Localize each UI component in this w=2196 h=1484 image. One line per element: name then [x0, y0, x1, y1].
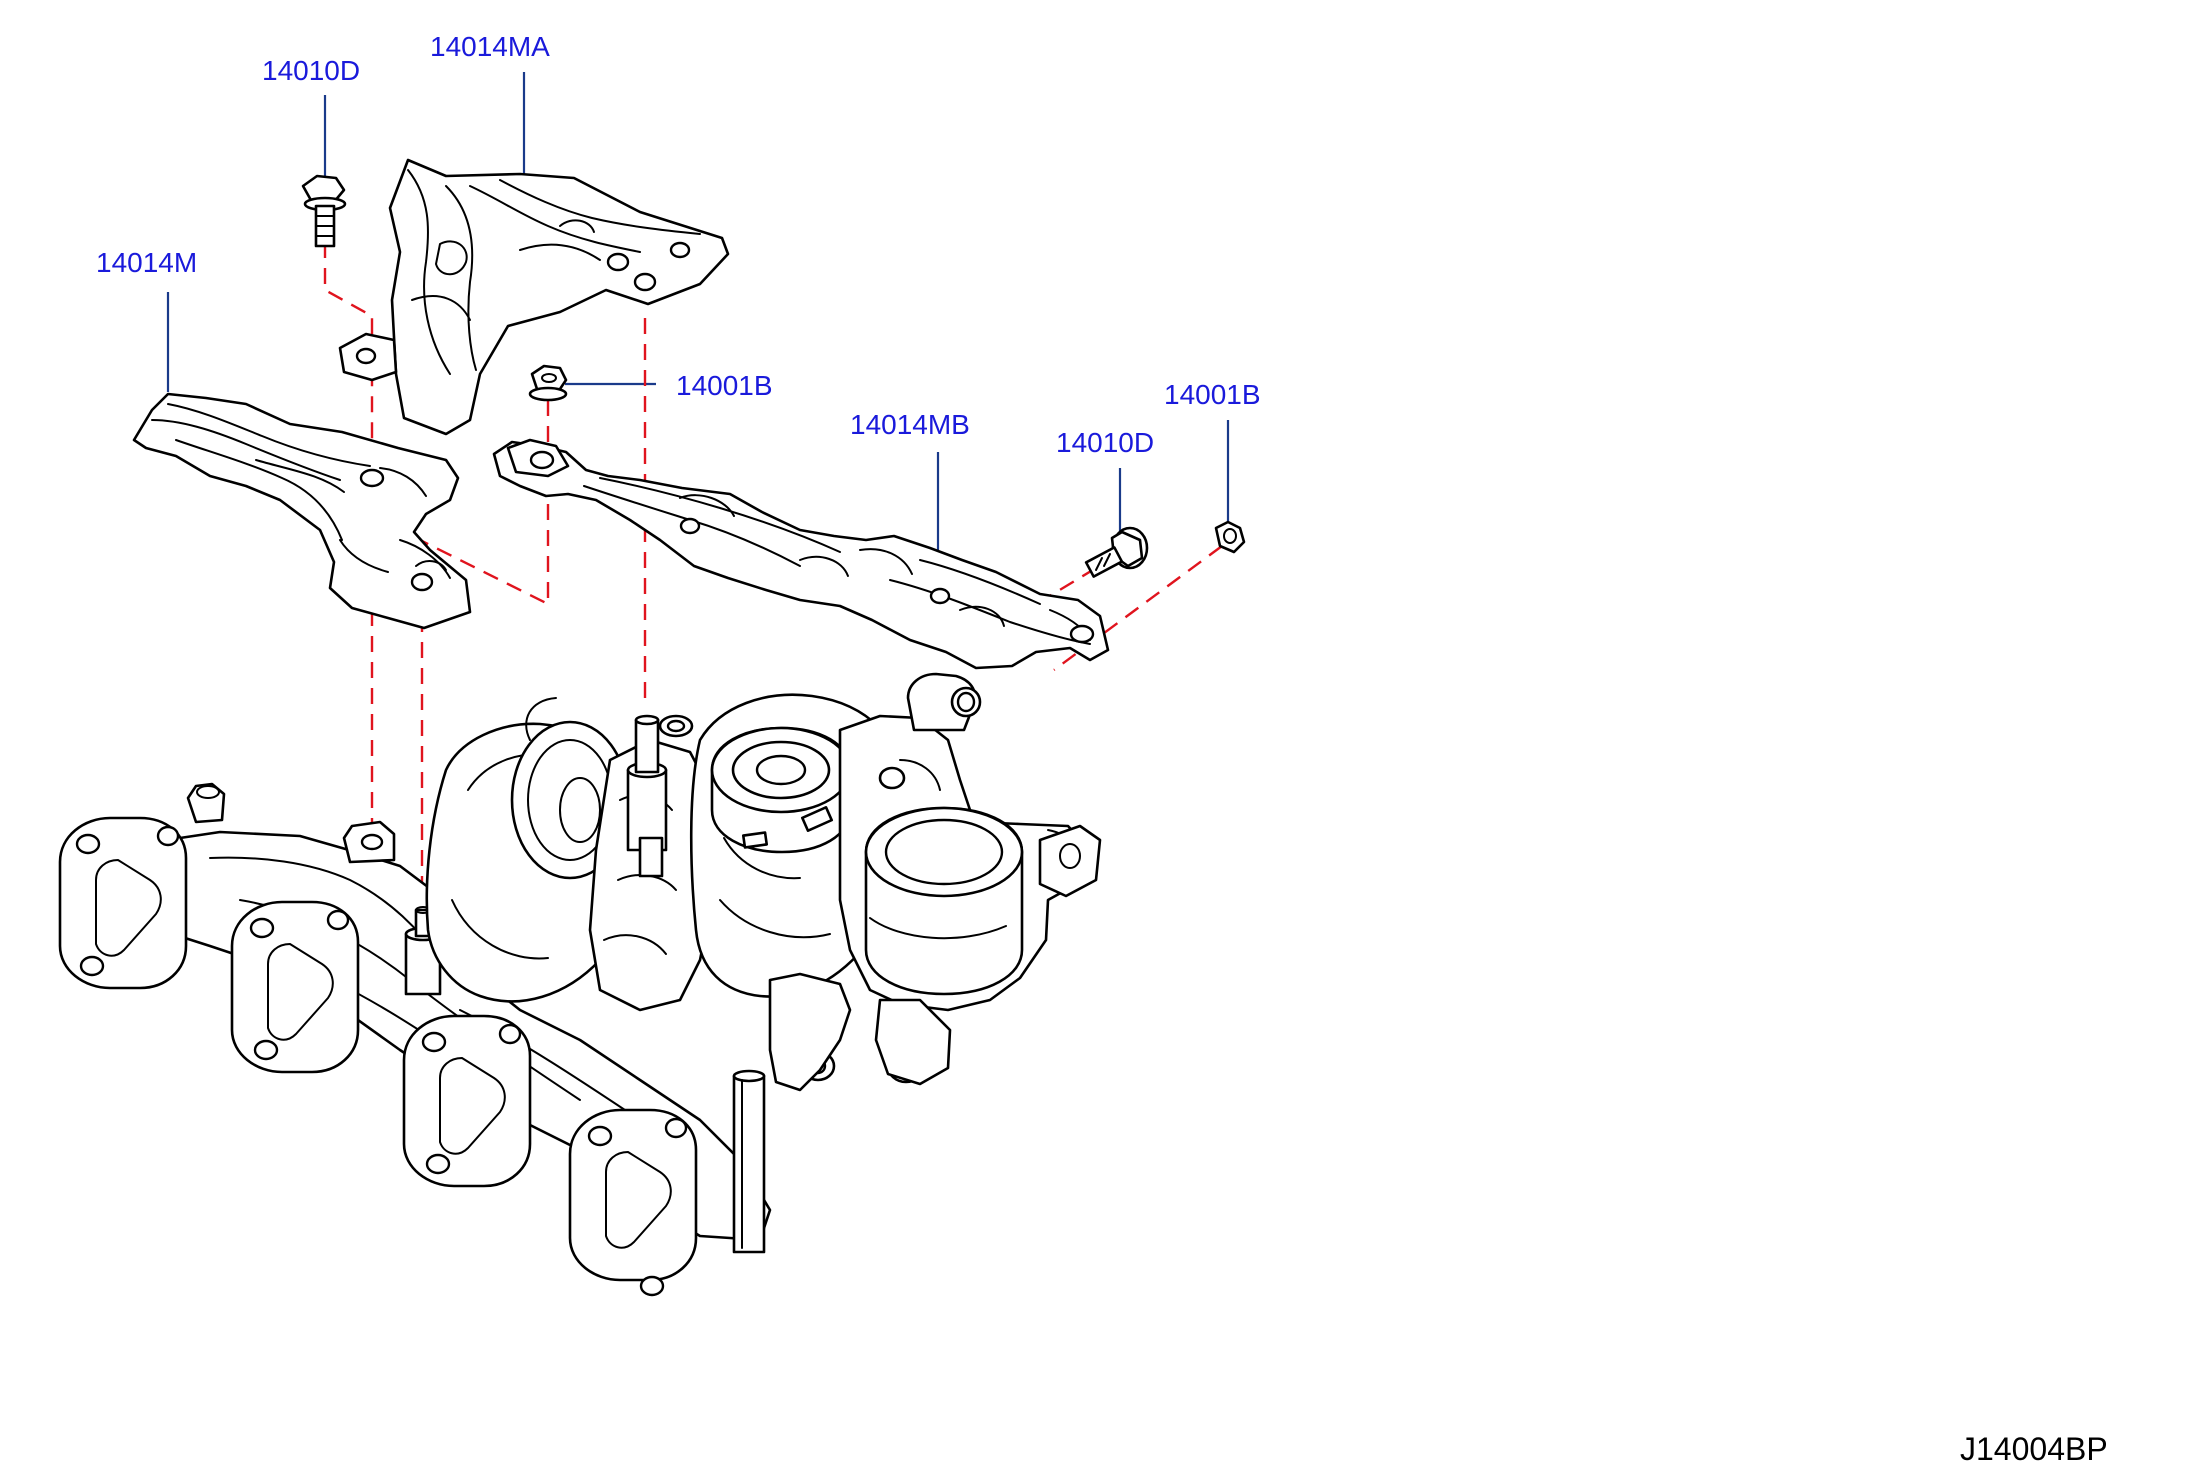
- bolt-right-icon[interactable]: [1084, 526, 1149, 578]
- callouts: 14010D 14014MA 14014M 14001B 14014MB 140…: [96, 31, 1261, 550]
- heat-shield-14014mb[interactable]: [492, 438, 1110, 670]
- nut-center-icon[interactable]: [528, 364, 568, 402]
- label-14014m[interactable]: 14014M: [96, 247, 197, 278]
- label-14010d-right[interactable]: 14010D: [1056, 427, 1154, 458]
- reference-code: J14004BP: [1960, 1431, 2108, 1467]
- heat-shield-14014m[interactable]: [132, 392, 472, 630]
- label-14001b-right[interactable]: 14001B: [1164, 379, 1261, 410]
- label-14014ma[interactable]: 14014MA: [430, 31, 550, 62]
- nut-right-icon[interactable]: [1214, 520, 1246, 554]
- guide-nut-right: [1053, 545, 1223, 671]
- label-14010d-top[interactable]: 14010D: [262, 55, 360, 86]
- exhaust-manifold[interactable]: [58, 782, 772, 1297]
- guide-bolt-top: [323, 242, 374, 478]
- turbocharger[interactable]: [425, 672, 1102, 1092]
- label-14014mb[interactable]: 14014MB: [850, 409, 970, 440]
- heat-shield-14014ma[interactable]: [338, 158, 730, 436]
- bolt-top-icon[interactable]: [301, 174, 347, 248]
- label-14001b-center[interactable]: 14001B: [676, 370, 773, 401]
